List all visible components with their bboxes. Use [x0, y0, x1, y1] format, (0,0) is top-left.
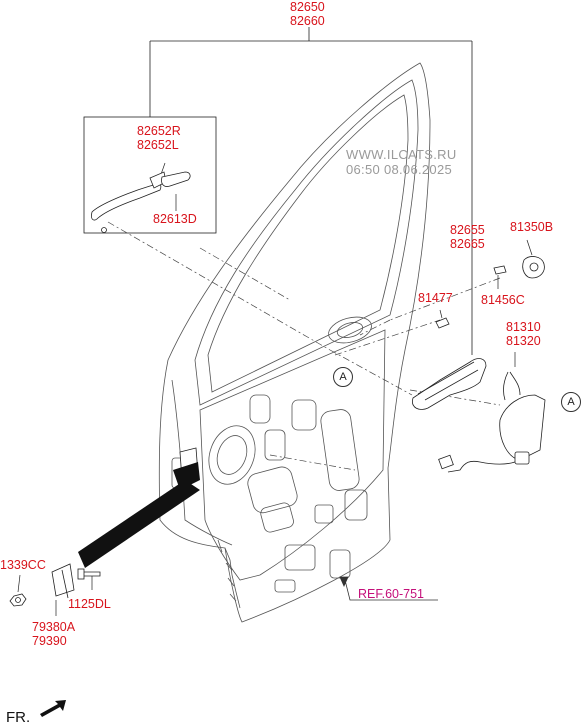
hinge-79380	[51, 563, 75, 599]
watermark-line2: 06:50 08.06.2025	[346, 162, 453, 177]
watermark-line1: WWW.ILCATS.RU	[346, 147, 457, 162]
part-label-82613d[interactable]: 82613D	[153, 212, 197, 226]
marker-a-left: A	[333, 367, 353, 387]
bracket-82650	[149, 27, 473, 355]
part-label-81310[interactable]: 81310 81320	[506, 320, 541, 348]
part-label-79380a-line2: 79390	[32, 634, 67, 648]
part-label-81350b-line1: 81350B	[510, 220, 554, 234]
latch-81310	[438, 371, 546, 473]
orientation-label: FR.	[6, 709, 31, 726]
part-label-1339cc-line1: 1339CC	[0, 558, 46, 572]
handle-assembly-82655	[412, 358, 487, 410]
part-label-82655[interactable]: 82655 82665	[450, 223, 485, 251]
part-label-82613d-line1: 82613D	[153, 212, 197, 226]
cover-81350b	[522, 256, 545, 279]
part-label-82655-line1: 82655	[450, 223, 485, 237]
magnifier-hinge-fill	[173, 462, 200, 490]
part-label-81350b[interactable]: 81350B	[510, 220, 553, 234]
handle-cover-82613d	[161, 171, 191, 187]
part-label-79380a-line1: 79380A	[32, 620, 76, 634]
part-label-82650-line2: 82660	[290, 14, 325, 28]
part-label-82650-line1: 82650	[290, 0, 325, 14]
part-label-82652-line2: 82652L	[137, 138, 179, 152]
part-label-81456c-line1: 81456C	[481, 293, 525, 307]
part-label-81310-line1: 81310	[506, 320, 541, 334]
part-label-81456c[interactable]: 81456C	[481, 293, 525, 307]
ref-arrow	[339, 576, 438, 601]
orientation-arrow	[40, 700, 66, 717]
part-label-1125dl-line1: 1125DL	[68, 597, 111, 611]
part-label-1125dl[interactable]: 1125DL	[68, 597, 111, 611]
marker-a-right: A	[561, 392, 581, 412]
bolt-81477	[435, 317, 450, 329]
handle-inset-box	[83, 116, 217, 234]
watermark: WWW.ILCATS.RU 06:50 08.06.2025	[346, 147, 457, 177]
screw-81456c	[493, 265, 507, 275]
part-label-82652[interactable]: 82652R 82652L	[137, 124, 181, 152]
part-label-81477[interactable]: 81477	[418, 291, 453, 305]
bolt-1125dl	[77, 568, 101, 580]
part-label-82652-line1: 82652R	[137, 124, 181, 138]
part-label-82650[interactable]: 82650 82660	[290, 0, 325, 28]
part-label-81477-line1: 81477	[418, 291, 453, 305]
nut-1339cc	[9, 593, 27, 607]
door-panel	[158, 62, 431, 623]
part-label-82655-line2: 82665	[450, 237, 485, 251]
magnifier-wedge-hinge	[78, 480, 200, 568]
reference-link[interactable]: REF.60-751	[358, 587, 425, 601]
part-label-81310-line2: 81320	[506, 334, 541, 348]
part-label-79380a[interactable]: 79380A 79390	[32, 620, 75, 648]
part-label-1339cc[interactable]: 1339CC	[0, 558, 46, 572]
